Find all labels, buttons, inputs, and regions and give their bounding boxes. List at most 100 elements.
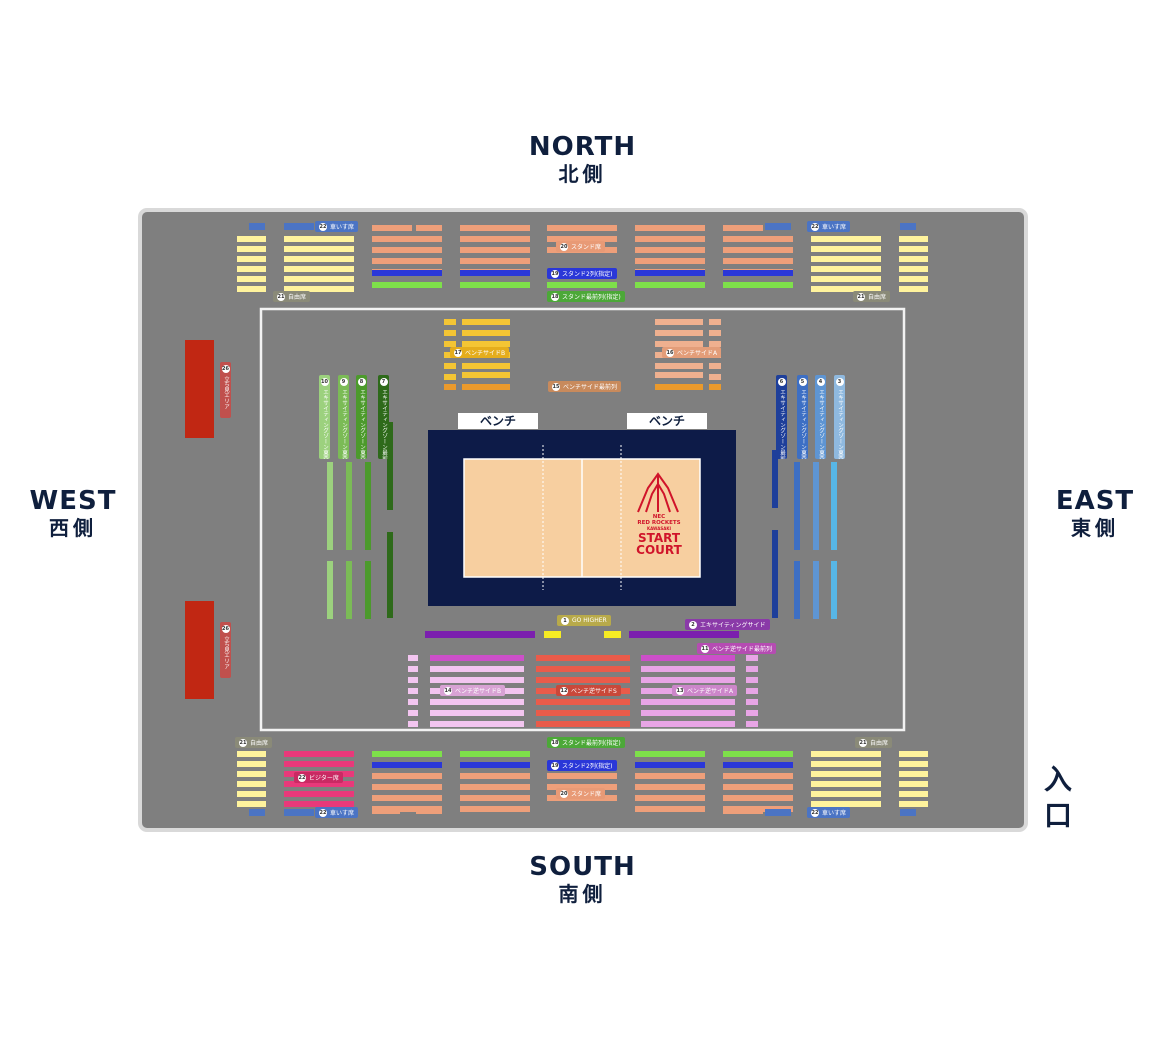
free-seat-row[interactable]: [811, 751, 881, 757]
stand-seat-row[interactable]: [635, 784, 705, 790]
free-seat-row[interactable]: [899, 801, 928, 807]
visitor-seat[interactable]: [284, 781, 354, 787]
bench-opp-front-seat[interactable]: [536, 655, 630, 661]
free-seat-row[interactable]: [237, 286, 266, 292]
stand-seat-row[interactable]: [547, 236, 617, 242]
bench-side-a-seat[interactable]: [655, 341, 703, 347]
free-seat-row[interactable]: [811, 781, 881, 787]
stand-seat-row[interactable]: [723, 258, 793, 264]
free-seat-row[interactable]: [284, 256, 354, 262]
wheelchair-seat[interactable]: [249, 809, 265, 816]
free-seat-row[interactable]: [811, 256, 881, 262]
bench-opp-s-seat[interactable]: [536, 677, 630, 683]
stand-seat-row[interactable]: [460, 258, 530, 264]
bench-side-a-seat[interactable]: [655, 330, 703, 336]
free-seat-row[interactable]: [237, 771, 266, 777]
stand-seat-row[interactable]: [723, 236, 793, 242]
bench-opp-b-seat[interactable]: [408, 721, 418, 727]
stand-seat-row[interactable]: [547, 773, 617, 779]
wheelchair-seat[interactable]: [249, 223, 265, 230]
bench-side-a-seat[interactable]: [709, 319, 721, 325]
free-seat-row[interactable]: [811, 276, 881, 282]
stand-seat-row[interactable]: [372, 773, 442, 779]
wheelchair-seat[interactable]: [765, 223, 791, 230]
bench-opp-b-seat[interactable]: [430, 677, 524, 683]
free-seat-row[interactable]: [899, 236, 928, 242]
bench-opp-a-seat[interactable]: [641, 677, 735, 683]
wheelchair-seat[interactable]: [284, 223, 314, 230]
bench-side-front-seat[interactable]: [462, 384, 510, 390]
west-zone-seat[interactable]: [346, 561, 352, 619]
east-zone-front-seat[interactable]: [772, 450, 778, 508]
bench-opp-a-seat[interactable]: [641, 721, 735, 727]
bench-opp-s-seat[interactable]: [536, 710, 630, 716]
stand-seat-row[interactable]: [635, 806, 705, 812]
east-zone-seat[interactable]: [831, 561, 837, 619]
wheelchair-seat[interactable]: [900, 223, 916, 230]
bench-side-b-seat[interactable]: [462, 372, 510, 378]
bench-opp-s-seat[interactable]: [536, 699, 630, 705]
east-zone-seat[interactable]: [831, 492, 837, 550]
bench-opp-a-seat[interactable]: [746, 677, 758, 683]
stand-front-seat[interactable]: [635, 751, 705, 757]
bench-side-a-seat[interactable]: [709, 341, 721, 347]
bench-opp-b-seat[interactable]: [430, 666, 524, 672]
stand-2nd-seat[interactable]: [372, 270, 442, 276]
stand-front-seat[interactable]: [547, 282, 617, 288]
free-seat-row[interactable]: [237, 266, 266, 272]
bench-opp-a-seat[interactable]: [746, 699, 758, 705]
east-zone-seat[interactable]: [794, 492, 800, 550]
stand-seat-row[interactable]: [416, 225, 442, 231]
bench-opp-b-seat[interactable]: [408, 710, 418, 716]
bench-side-a-seat[interactable]: [709, 374, 721, 380]
stand-seat-row[interactable]: [372, 808, 400, 814]
bench-side-b-seat[interactable]: [462, 341, 510, 347]
stand-2nd-seat[interactable]: [460, 270, 530, 276]
stand-seat-row[interactable]: [723, 247, 793, 253]
visitor-seat[interactable]: [284, 791, 354, 797]
stand-seat-row[interactable]: [460, 795, 530, 801]
bench-opp-b-seat[interactable]: [430, 721, 524, 727]
west-zone-seat[interactable]: [365, 561, 371, 619]
bench-opp-b-seat[interactable]: [408, 677, 418, 683]
stand-2nd-seat[interactable]: [635, 270, 705, 276]
free-seat-row[interactable]: [899, 286, 928, 292]
bench-opp-b-seat[interactable]: [408, 655, 418, 661]
bench-side-b-seat[interactable]: [444, 341, 456, 347]
west-zone-front-seat[interactable]: [387, 422, 393, 510]
free-seat-row[interactable]: [237, 801, 266, 807]
stand-seat-row[interactable]: [547, 225, 617, 231]
bench-opp-a-seat[interactable]: [746, 655, 758, 661]
west-zone-seat[interactable]: [327, 561, 333, 619]
bench-opp-a-seat[interactable]: [746, 688, 758, 694]
free-seat-row[interactable]: [899, 781, 928, 787]
stand-seat-row[interactable]: [723, 795, 793, 801]
free-seat-row[interactable]: [237, 256, 266, 262]
bench-opp-front-seat[interactable]: [641, 655, 735, 661]
east-zone-seat[interactable]: [794, 561, 800, 619]
free-seat-row[interactable]: [237, 246, 266, 252]
stand-2nd-seat[interactable]: [372, 762, 442, 768]
bench-opp-b-seat[interactable]: [430, 699, 524, 705]
stand-seat-row[interactable]: [635, 225, 705, 231]
go-higher-seat[interactable]: [604, 631, 621, 638]
free-seat-row[interactable]: [811, 246, 881, 252]
stand-seat-row[interactable]: [635, 795, 705, 801]
stand-seat-row[interactable]: [460, 236, 530, 242]
exciting-side-seat[interactable]: [629, 631, 739, 638]
free-seat-row[interactable]: [237, 751, 266, 757]
free-seat-row[interactable]: [237, 791, 266, 797]
